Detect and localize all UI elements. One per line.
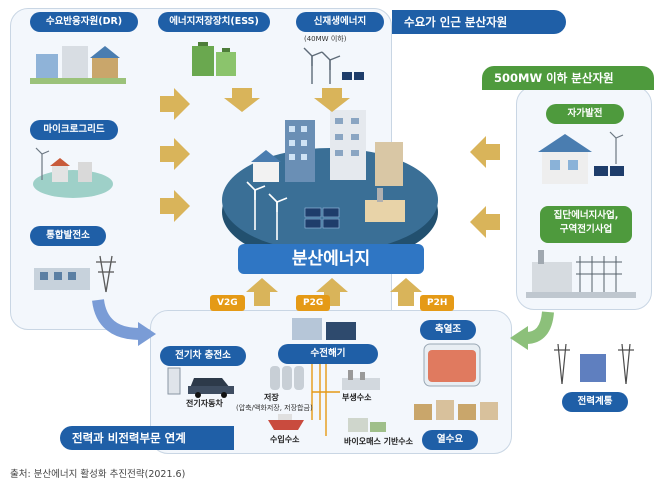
flow-label-v2g: V2G — [210, 295, 245, 311]
microgrid-illustration — [33, 147, 113, 198]
heat-storage-tank-illustration — [423, 343, 481, 387]
import-ship-illustration — [268, 414, 304, 430]
demand-response-illustration — [30, 46, 126, 84]
tag-self-generation: 자가발전 — [546, 104, 624, 124]
tag-electrolyzer: 수전해기 — [278, 344, 378, 364]
ess-illustration — [192, 42, 236, 76]
tag-power-grid: 전력계통 — [562, 392, 628, 412]
tag-heat-demand: 열수요 — [422, 430, 478, 450]
solar-panel-icon — [342, 72, 364, 80]
ev-car-label: 전기자동차 — [186, 399, 223, 408]
ev-illustration — [167, 367, 234, 398]
arrow-right-low — [160, 190, 190, 222]
top-panel-title: 수요가 인근 분산자원 — [392, 10, 566, 34]
byproduct-plant-illustration — [342, 370, 380, 390]
electrolyzer-illustration — [292, 318, 356, 340]
wind-turbine-icon — [246, 181, 288, 240]
tag-heat-storage: 축열조 — [420, 320, 476, 340]
power-grid-illustration — [554, 343, 634, 385]
renewable-capacity-note: (40MW 이하) — [304, 35, 347, 43]
car-icon — [190, 378, 230, 388]
storage-tank-illustration — [270, 366, 304, 390]
center-label: 분산에너지 — [238, 244, 424, 274]
charger-icon — [167, 367, 181, 395]
arrow-curve-right — [525, 311, 554, 344]
arrow-curve-left — [92, 298, 141, 340]
tag-ev-station: 전기차 충전소 — [160, 346, 246, 366]
building-icon — [375, 142, 403, 186]
tag-ess: 에너지저장장치(ESS) — [158, 12, 270, 32]
district-energy-illustration — [526, 250, 636, 298]
arrow-right-mid — [160, 138, 190, 170]
tag-demand-response: 수요반응자원(DR) — [30, 12, 138, 32]
transmission-tower-icon — [96, 255, 116, 293]
solar-panel-icon — [594, 166, 624, 176]
district-energy-label-line2: 구역전기사업 — [559, 224, 613, 235]
arrow-left-bottom — [470, 206, 500, 238]
tag-microgrid: 마이크로그리드 — [30, 120, 118, 140]
storage-label: 저장 — [264, 393, 279, 402]
biomass-h2-label: 바이오매스 기반수소 — [344, 437, 414, 446]
flow-label-p2h: P2H — [420, 295, 455, 311]
heat-demand-illustration — [414, 400, 498, 420]
tag-renewable: 신재생에너지 — [296, 12, 384, 32]
bottom-panel-title: 전력과 비전력부문 연계 — [60, 426, 234, 450]
battery-icon — [216, 52, 236, 76]
arrow-up-v2g — [246, 278, 278, 306]
source-caption: 출처: 분산에너지 활성화 추진전략(2021.6) — [10, 469, 186, 480]
self-generation-illustration — [538, 131, 624, 184]
arrow-left-top — [470, 136, 500, 168]
tag-district-energy: 집단에너지사업, 구역전기사업 — [540, 206, 632, 243]
battery-icon — [192, 46, 214, 76]
renewable-illustration — [303, 47, 364, 84]
district-energy-label-line1: 집단에너지사업, — [553, 210, 619, 221]
solar-panel-icon — [304, 207, 340, 229]
biomass-plant-illustration — [348, 418, 386, 432]
storage-note: (압축/액화저장, 저장합금) — [236, 404, 313, 412]
central-city-illustration — [222, 110, 438, 264]
virtual-power-plant-illustration — [34, 255, 116, 293]
arrow-down-renewable — [314, 88, 350, 112]
right-panel-title: 500MW 이하 분산자원 — [482, 66, 654, 90]
substation-icon — [580, 354, 606, 382]
arrow-right-top — [160, 88, 190, 120]
house-icon — [253, 162, 279, 182]
tag-virtual-power-plant: 통합발전소 — [30, 226, 106, 246]
flow-label-p2g: P2G — [296, 295, 331, 311]
arrow-up-p2h — [390, 278, 422, 306]
hydrogen-import-label: 수입수소 — [270, 435, 300, 444]
byproduct-h2-label: 부생수소 — [342, 393, 372, 402]
factory-icon — [365, 200, 405, 222]
arrow-down-ess — [224, 88, 260, 112]
